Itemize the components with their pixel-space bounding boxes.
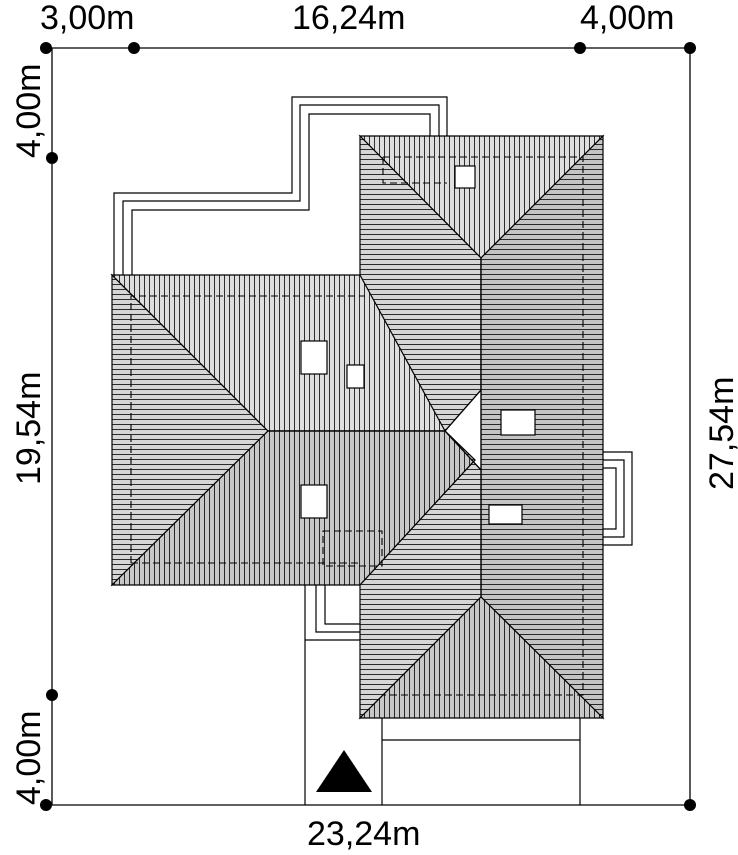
north-triangle-icon [316, 750, 372, 792]
node-dot [574, 42, 586, 54]
hidden-wall-lines [130, 156, 584, 696]
node-dot [684, 42, 696, 54]
chimney [346, 364, 365, 389]
dimension-bottom: 23,24m [307, 815, 420, 853]
node-dot [684, 799, 696, 811]
node-dot [40, 799, 52, 811]
skylight [488, 504, 523, 525]
roof-main-block [358, 134, 605, 720]
skylight [300, 484, 328, 519]
dimension-left-bottom: 4,00m [10, 711, 48, 806]
dimension-nodes [40, 42, 696, 811]
roof-plane-south-gable [358, 596, 605, 719]
skylight [300, 340, 328, 375]
dimension-top-left: 3,00m [40, 0, 135, 37]
dimension-left-top: 4,00m [10, 64, 48, 159]
roof-ridges [268, 258, 482, 597]
node-dot [40, 42, 52, 54]
dimension-top-middle: 16,24m [292, 0, 405, 37]
dimension-top-right: 4,00m [580, 0, 675, 37]
dimension-right: 27,54m [703, 377, 738, 490]
node-dot [128, 42, 140, 54]
roof-openings [300, 165, 536, 525]
terrace-outline [113, 96, 448, 275]
node-dot [46, 152, 58, 164]
node-dot [46, 689, 58, 701]
chimney [454, 165, 476, 189]
site-lines [304, 585, 581, 805]
skylight [500, 409, 536, 436]
porch-outline [315, 585, 360, 633]
dimension-left-middle: 19,54m [10, 372, 48, 485]
bay-window-outline [603, 451, 633, 546]
